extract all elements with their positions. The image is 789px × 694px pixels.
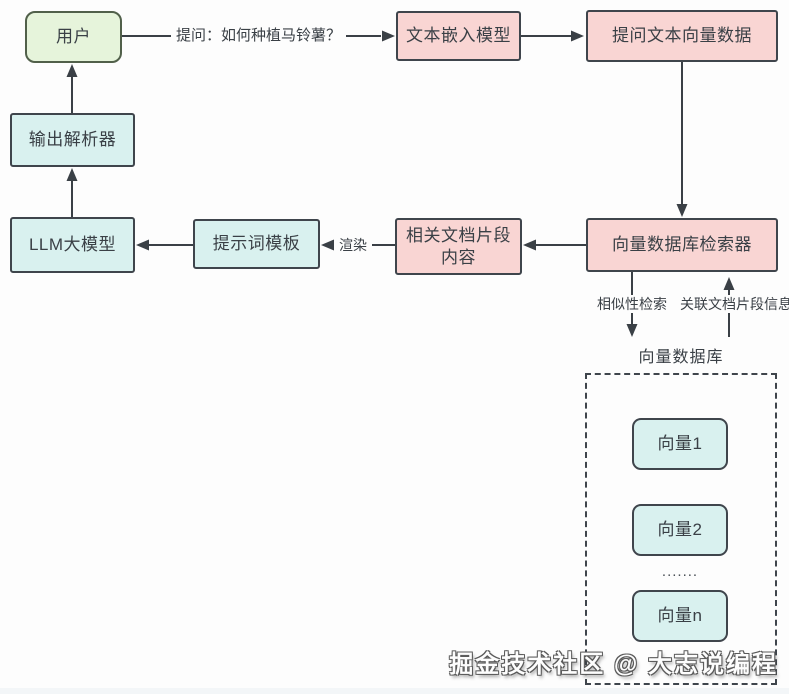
arrow-llm-to-parser xyxy=(66,168,78,217)
node-llm-model-label: LLM大模型 xyxy=(28,235,117,255)
node-output-parser-label: 输出解析器 xyxy=(28,130,117,150)
node-user: 用户 xyxy=(25,11,122,63)
node-related-doc-fragment-label: 相关文档片段 内容 xyxy=(406,226,511,267)
arrow-template-to-llm xyxy=(136,239,193,251)
node-question-vector-data: 提问文本向量数据 xyxy=(586,10,778,62)
bottom-edge-strip xyxy=(0,688,789,694)
node-text-embedding-model-label: 文本嵌入模型 xyxy=(406,26,511,46)
node-user-label: 用户 xyxy=(56,27,91,47)
edge-label-related-fragment-info: 关联文档片段信息 xyxy=(675,295,789,313)
node-vector-2-label: 向量2 xyxy=(657,520,703,540)
node-llm-model: LLM大模型 xyxy=(10,217,135,273)
arrow-vector-data-to-retriever xyxy=(676,62,688,217)
watermark-text: 掘金技术社区 @ 大志说编程 xyxy=(449,651,778,678)
node-prompt-template-label: 提示词模板 xyxy=(212,234,301,254)
arrow-parser-to-user xyxy=(66,64,78,113)
edge-label-question: 提问：如何种植马铃薯？ xyxy=(171,27,347,45)
arrow-embedding-to-vector-data xyxy=(521,30,584,42)
node-question-vector-data-label: 提问文本向量数据 xyxy=(612,26,752,46)
node-vector-1: 向量1 xyxy=(632,418,728,470)
arrow-retriever-to-fragments xyxy=(523,239,586,251)
node-vector-db-retriever-label: 向量数据库检索器 xyxy=(612,235,752,255)
node-vector-1-label: 向量1 xyxy=(657,434,703,454)
node-output-parser: 输出解析器 xyxy=(10,113,135,167)
node-vector-2: 向量2 xyxy=(632,504,728,556)
node-text-embedding-model: 文本嵌入模型 xyxy=(396,11,521,61)
edge-label-render: 渲染 xyxy=(334,236,372,254)
node-vector-n-label: 向量n xyxy=(657,606,703,626)
edge-label-similarity-search: 相似性检索 xyxy=(592,295,672,313)
vector-db-dashed-container xyxy=(585,373,777,685)
vector-ellipsis: ....... xyxy=(661,563,699,580)
node-vector-db-retriever: 向量数据库检索器 xyxy=(586,218,778,272)
node-related-doc-fragment: 相关文档片段 内容 xyxy=(395,218,522,275)
node-vector-n: 向量n xyxy=(632,590,728,642)
node-prompt-template: 提示词模板 xyxy=(193,219,320,269)
vector-db-group-title: 向量数据库 xyxy=(638,349,724,366)
